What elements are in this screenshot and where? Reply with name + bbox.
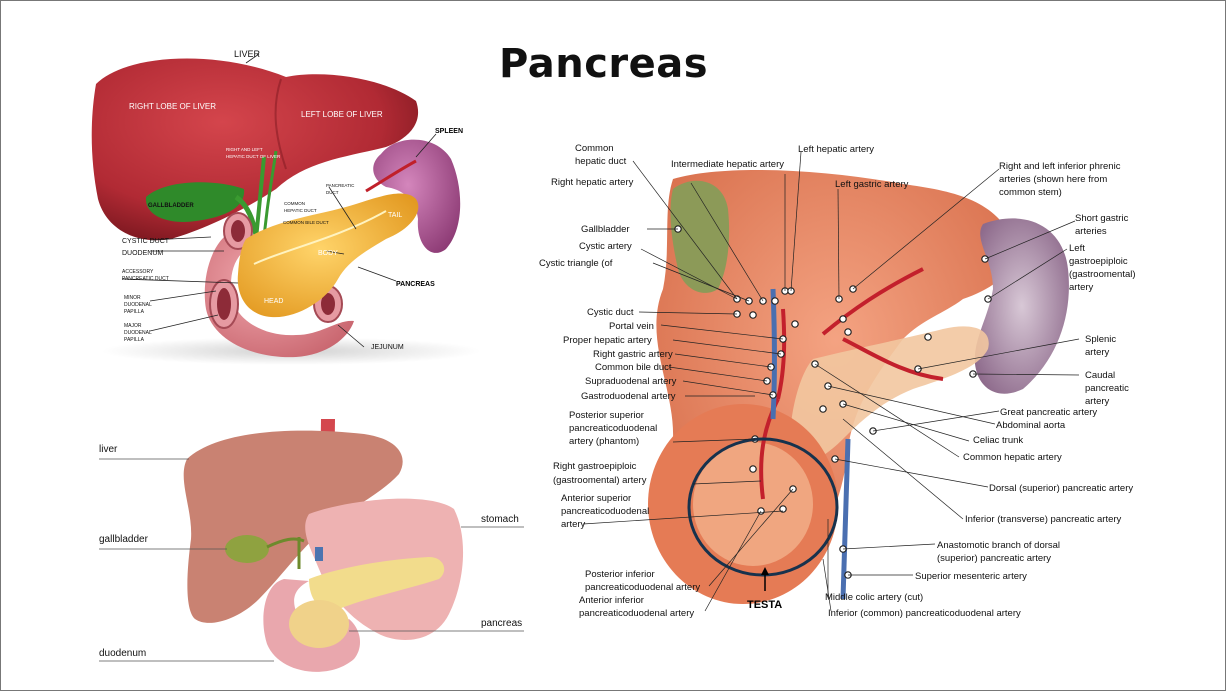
label-phrenic-3: common stem)	[999, 187, 1062, 198]
label-minor-3: PAPILLA	[124, 309, 145, 315]
label-middle-colic: Middle colic artery (cut)	[825, 592, 923, 603]
label-ant-sup-2: pancreaticoduodenal	[561, 506, 649, 517]
label-gallbladder-diagram: Gallbladder	[581, 224, 630, 235]
label-post-sup-2: pancreaticoduodenal	[569, 423, 657, 434]
label-right-hepatic-artery: Right hepatic artery	[551, 177, 634, 188]
label-post-inf-2: pancreaticoduodenal artery	[585, 582, 700, 593]
arterial-supply-diagram: Common hepatic duct Right hepatic artery…	[523, 139, 1223, 639]
label-major-3: PAPILLA	[124, 337, 145, 343]
label-ant-sup-3: artery	[561, 519, 586, 530]
label-body: BODY	[318, 250, 338, 257]
label-liver: LIVER	[234, 49, 261, 59]
label-splenic-2: artery	[1085, 347, 1110, 358]
label-phrenic-2: arteries (shown here from	[999, 174, 1107, 185]
label-caudal-3: artery	[1085, 396, 1110, 407]
flat-label-pancreas: pancreas	[481, 618, 522, 629]
label-short-gastric-2: arteries	[1075, 226, 1107, 237]
label-tail: TAIL	[388, 212, 402, 219]
label-left-lobe: LEFT LOBE OF LIVER	[301, 110, 383, 119]
label-left-gastroepiploic-1: Left	[1069, 243, 1085, 254]
label-post-sup-1: Posterior superior	[569, 410, 644, 421]
label-short-gastric-1: Short gastric	[1075, 213, 1129, 224]
label-gastroduodenal-artery: Gastroduodenal artery	[581, 391, 676, 402]
label-right-gastroepiploic-2: (gastroomental) artery	[553, 475, 647, 486]
label-cystic-duct-diagram: Cystic duct	[587, 307, 634, 318]
flat-label-liver: liver	[99, 444, 118, 455]
label-testa: TESTA	[747, 599, 782, 611]
label-pancreatic-duct-1: PANCREATIC	[326, 183, 355, 188]
label-minor-1: MINOR	[124, 295, 141, 301]
label-great-pancreatic: Great pancreatic artery	[1000, 407, 1097, 418]
label-accessory-2: PANCREATIC DUCT	[122, 276, 169, 282]
label-head: HEAD	[264, 298, 283, 305]
label-hepatic-ducts-1: RIGHT AND LEFT	[226, 147, 263, 152]
label-common-hepatic-duct-1: Common	[575, 143, 614, 154]
liver-pancreas-illustration: LIVER RIGHT LOBE OF LIVER LEFT LOBE OF L…	[86, 39, 566, 369]
label-ant-inf-2: pancreaticoduodenal artery	[579, 608, 694, 619]
flat-label-duodenum: duodenum	[99, 648, 146, 659]
label-inferior-common: Inferior (common) pancreaticoduodenal ar…	[828, 608, 1021, 619]
label-cystic-artery: Cystic artery	[579, 241, 632, 252]
label-pancreas: PANCREAS	[396, 281, 435, 288]
flat-label-stomach: stomach	[481, 514, 519, 525]
label-proper-hepatic-artery: Proper hepatic artery	[563, 335, 652, 346]
flat-gallbladder-shape	[225, 535, 269, 563]
label-common-hepatic-duct-1: COMMON	[284, 201, 305, 206]
label-caudal-1: Caudal	[1085, 370, 1115, 381]
label-common-hepatic-duct-2: hepatic duct	[575, 156, 627, 167]
diagram-spleen	[975, 218, 1069, 393]
label-pancreatic-duct-2: DUCT	[326, 190, 339, 195]
label-duodenum: DUODENUM	[122, 250, 163, 257]
label-major-1: MAJOR	[124, 323, 142, 329]
label-phrenic-1: Right and left inferior phrenic	[999, 161, 1121, 172]
label-hepatic-ducts-2: HEPATIC DUCT OF LIVER	[226, 154, 281, 159]
label-abdominal-aorta: Abdominal aorta	[996, 420, 1066, 431]
label-inferior-pancreatic: Inferior (transverse) pancreatic artery	[965, 514, 1122, 525]
label-intermediate-hepatic-artery: Intermediate hepatic artery	[671, 159, 784, 170]
label-celiac-trunk: Celiac trunk	[973, 435, 1023, 446]
label-left-gastroepiploic-4: artery	[1069, 282, 1094, 293]
label-superior-mesenteric: Superior mesenteric artery	[915, 571, 1027, 582]
label-cystic-triangle: Cystic triangle (of	[539, 258, 613, 269]
label-accessory-1: ACCESSORY	[122, 269, 154, 275]
label-post-inf-1: Posterior inferior	[585, 569, 655, 580]
label-common-bile-duct-diagram: Common bile duct	[595, 362, 672, 373]
label-anastomotic-2: (superior) pancreatic artery	[937, 553, 1051, 564]
label-caudal-2: pancreatic	[1085, 383, 1129, 394]
label-right-gastric-artery: Right gastric artery	[593, 349, 673, 360]
flat-anatomy-illustration: liver gallbladder duodenum stomach pancr…	[99, 419, 539, 689]
label-major-2: DUODENAL	[124, 330, 152, 336]
label-ant-inf-1: Anterior inferior	[579, 595, 644, 606]
label-jejunum: JEJUNUM	[371, 344, 404, 351]
label-dorsal-pancreatic: Dorsal (superior) pancreatic artery	[989, 483, 1133, 494]
label-left-gastric-artery: Left gastric artery	[835, 179, 909, 190]
label-gallbladder: GALLBLADDER	[148, 203, 194, 209]
label-common-hepatic-duct-2: HEPATIC DUCT	[284, 208, 317, 213]
flat-label-gallbladder: gallbladder	[99, 534, 149, 545]
label-right-lobe: RIGHT LOBE OF LIVER	[129, 102, 216, 111]
label-left-gastroepiploic-2: gastroepiploic	[1069, 256, 1128, 267]
label-anastomotic-1: Anastomotic branch of dorsal	[937, 540, 1060, 551]
label-minor-2: DUODENAL	[124, 302, 152, 308]
label-post-sup-3: artery (phantom)	[569, 436, 639, 447]
label-spleen: SPLEEN	[435, 128, 463, 135]
label-left-hepatic-artery: Left hepatic artery	[798, 144, 874, 155]
label-supraduodenal-artery: Supraduodenal artery	[585, 376, 677, 387]
label-common-hepatic-artery: Common hepatic artery	[963, 452, 1062, 463]
label-splenic-1: Splenic	[1085, 334, 1116, 345]
label-portal-vein: Portal vein	[609, 321, 654, 332]
label-cystic-duct: CYSTIC DUCT	[122, 238, 170, 245]
label-left-gastroepiploic-3: (gastroomental)	[1069, 269, 1136, 280]
label-right-gastroepiploic-1: Right gastroepiploic	[553, 461, 637, 472]
label-ant-sup-1: Anterior superior	[561, 493, 631, 504]
label-common-bile-duct: COMMON BILE DUCT	[283, 220, 329, 225]
